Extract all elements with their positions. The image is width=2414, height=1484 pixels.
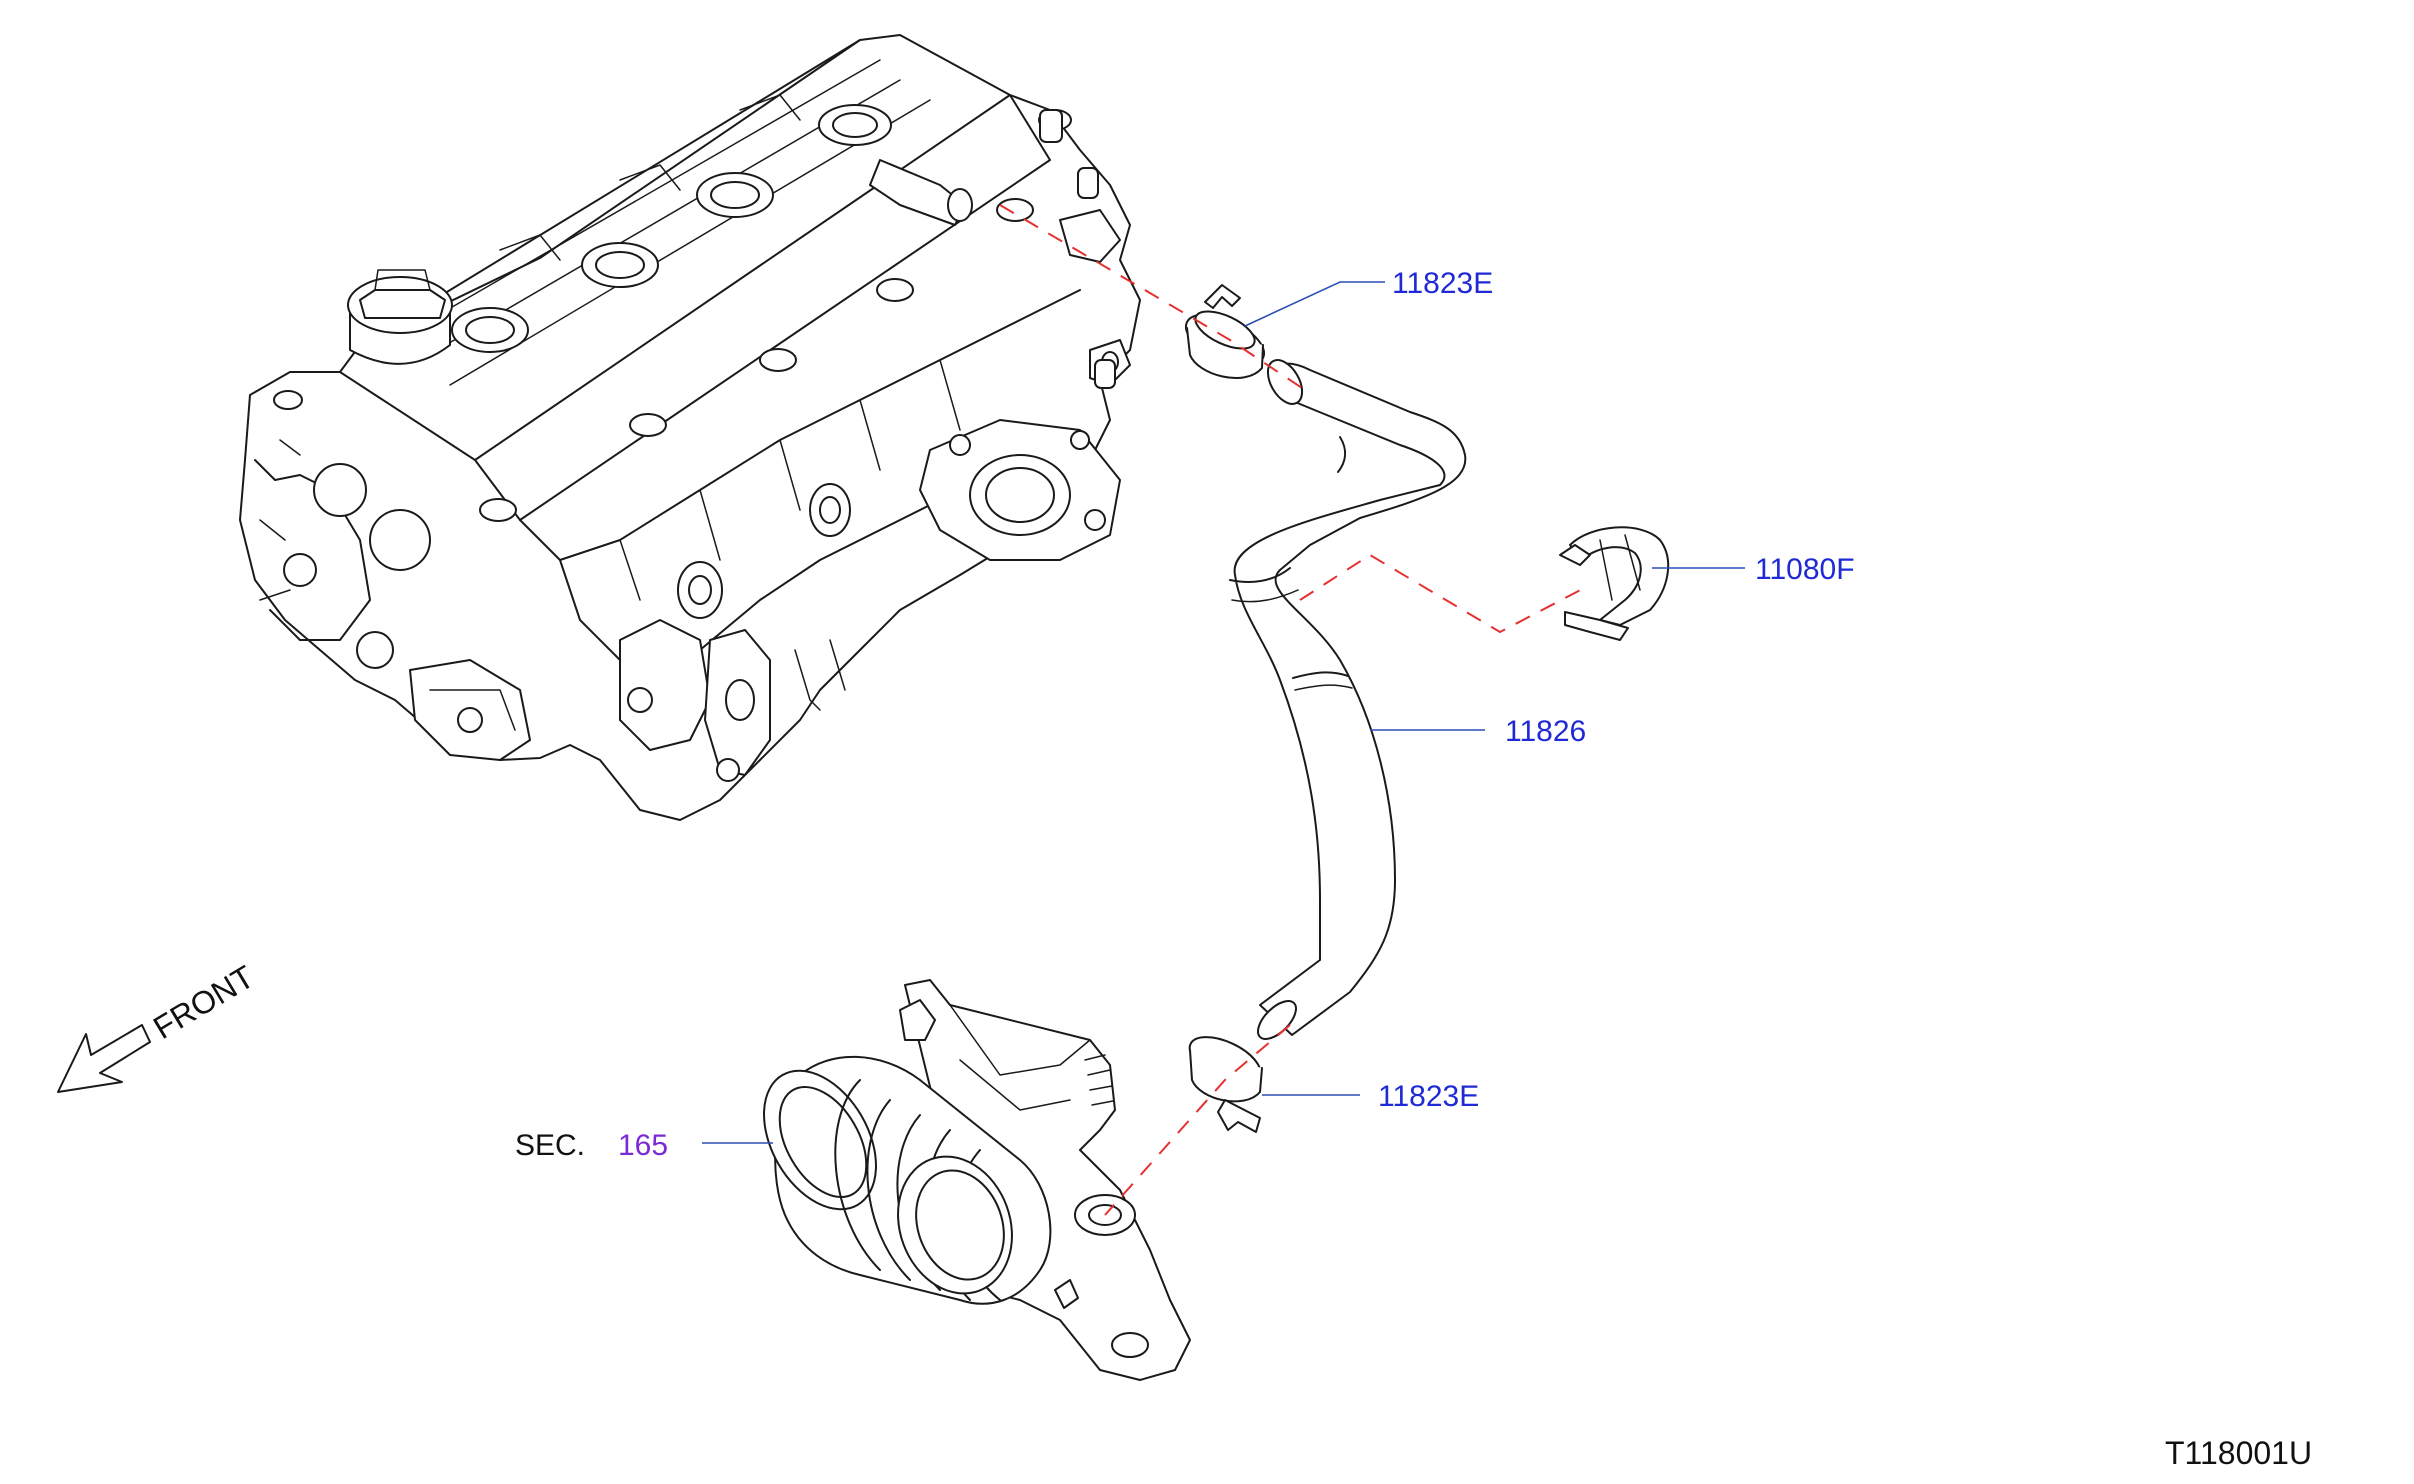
callout-clamp-upper: 11823E	[1392, 267, 1493, 300]
front-direction-label: FRONT	[147, 958, 260, 1046]
blow-by-hose-illustration	[1229, 359, 1467, 1040]
section-ref-prefix: SEC.	[515, 1129, 585, 1162]
upper-hose-clamp-illustration	[1185, 284, 1265, 379]
lower-hose-clamp-illustration	[1188, 1036, 1263, 1133]
connection-dash-lines	[999, 204, 1591, 1216]
hose-clip-illustration	[1559, 526, 1670, 641]
air-duct-illustration	[763, 979, 1191, 1381]
callout-clip: 11080F	[1755, 553, 1855, 586]
cylinder-head-illustration	[239, 34, 1141, 821]
callout-hose: 11826	[1505, 715, 1586, 748]
drawing-id: T118001U	[2165, 1435, 2312, 1471]
callout-clamp-lower: 11823E	[1378, 1080, 1479, 1113]
front-direction-arrow: FRONT	[57, 958, 260, 1093]
leader-lines	[702, 281, 1745, 1144]
section-ref-number: 165	[618, 1129, 668, 1162]
